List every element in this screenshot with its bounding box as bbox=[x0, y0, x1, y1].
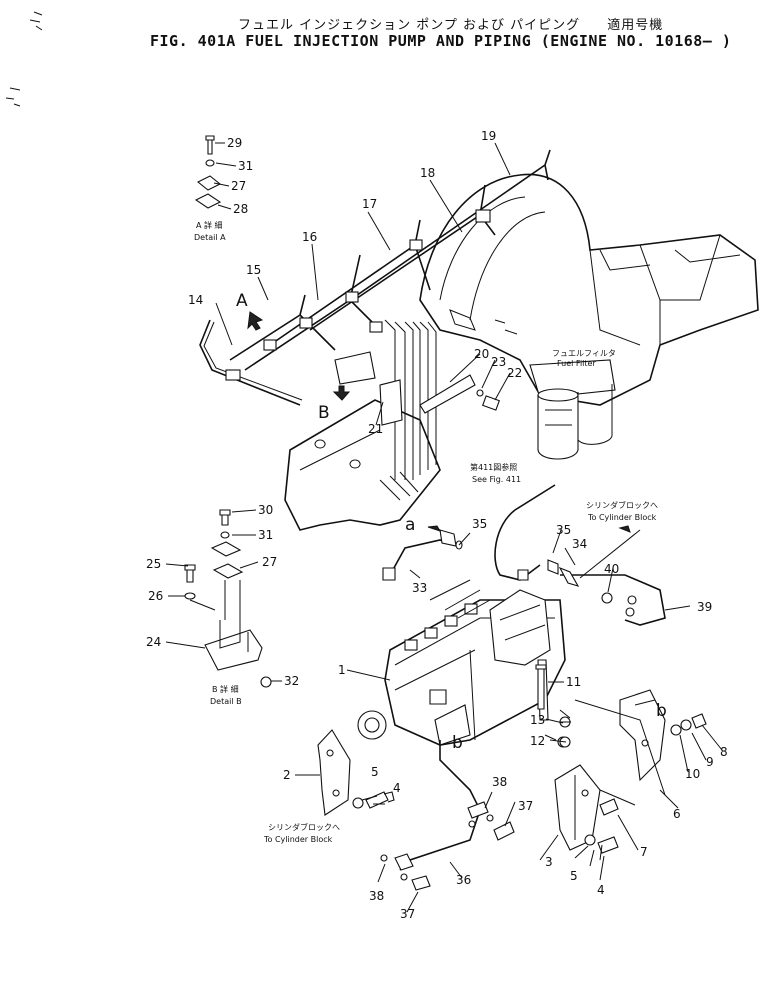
callout-10: 10 bbox=[685, 767, 700, 781]
callout-24: 24 bbox=[146, 635, 161, 649]
detail-a-label-en: Detail A bbox=[194, 233, 226, 242]
callout-4-upper: 4 bbox=[393, 781, 401, 795]
callout-leaders bbox=[165, 142, 723, 913]
callout-32: 32 bbox=[284, 674, 299, 688]
callout-5-upper: 5 bbox=[371, 765, 379, 779]
to-cyl-block-lower-en: To Cylinder Block bbox=[263, 835, 333, 844]
callout-15: 15 bbox=[246, 263, 261, 277]
callout-36: 36 bbox=[456, 873, 471, 887]
callout-18: 18 bbox=[420, 166, 435, 180]
to-cyl-block-upper-jp: シリンダブロックへ bbox=[586, 500, 658, 510]
callout-31-detail-a: 31 bbox=[238, 159, 253, 173]
callout-21: 21 bbox=[368, 422, 383, 436]
pipe-clamp-bracket bbox=[334, 351, 500, 426]
callout-16: 16 bbox=[302, 230, 317, 244]
callout-40: 40 bbox=[604, 562, 619, 576]
callout-5-lower: 5 bbox=[570, 869, 578, 883]
view-label-b-lower-2: b bbox=[656, 701, 667, 721]
pipe-39: シリンダブロックへ To Cylinder Block bbox=[547, 500, 666, 626]
view-label-a-lower: a bbox=[405, 515, 415, 535]
callout-22: 22 bbox=[507, 366, 522, 380]
callout-31-detail-b: 31 bbox=[258, 528, 273, 542]
detail-b-label-jp: B 詳 細 bbox=[212, 684, 239, 694]
callout-27-detail-b: 27 bbox=[262, 555, 277, 569]
to-cyl-block-lower-jp: シリンダブロックへ bbox=[268, 822, 340, 832]
callout-33: 33 bbox=[412, 581, 427, 595]
detail-b: B 詳 細 Detail B bbox=[184, 509, 272, 706]
callout-9: 9 bbox=[706, 755, 714, 769]
to-cyl-block-upper-en: To Cylinder Block bbox=[587, 513, 657, 522]
fuel-filter-label-en: Fuel Filter bbox=[557, 359, 596, 368]
feed-pipe-33: a bbox=[382, 515, 463, 581]
fuel-filter: フュエルフィルタ Fuel Filter bbox=[529, 349, 616, 460]
view-label-b: B bbox=[318, 403, 330, 423]
view-label-b-lower-1: b bbox=[452, 733, 463, 753]
callout-7: 7 bbox=[640, 845, 648, 859]
view-label-a: A bbox=[236, 291, 248, 311]
callout-13: 13 bbox=[530, 713, 545, 727]
callout-27-detail-a: 27 bbox=[231, 179, 246, 193]
callout-25: 25 bbox=[146, 557, 161, 571]
injection-pipes bbox=[199, 149, 551, 501]
detail-a-label-jp: A 詳 細 bbox=[196, 220, 223, 230]
callout-17: 17 bbox=[362, 197, 377, 211]
detail-a: A 詳 細 Detail A bbox=[194, 135, 226, 242]
callout-8: 8 bbox=[720, 745, 728, 759]
see-fig-label-jp: 第411図参照 bbox=[470, 462, 517, 472]
applicable-machine-label: 適用号機 bbox=[607, 18, 664, 33]
callout-1: 1 bbox=[338, 663, 346, 677]
engine-block bbox=[419, 173, 759, 406]
title-japanese: フュエル インジェクション ポンプ および パイピング 適用号機 bbox=[238, 14, 663, 33]
scan-noise bbox=[5, 11, 43, 107]
callout-3: 3 bbox=[545, 855, 553, 869]
pump-brackets bbox=[317, 689, 707, 854]
callout-38-lower: 38 bbox=[369, 889, 384, 903]
callout-19: 19 bbox=[481, 129, 496, 143]
callout-20: 20 bbox=[474, 347, 489, 361]
pipe-to-fig-411: 第411図参照 See Fig. 411 bbox=[470, 462, 556, 581]
return-pipe-36: b b シリンダブロックへ To Cylinder Block bbox=[263, 701, 667, 891]
callout-38-upper: 38 bbox=[492, 775, 507, 789]
callout-26: 26 bbox=[148, 589, 163, 603]
callout-14: 14 bbox=[188, 293, 203, 307]
callout-23: 23 bbox=[491, 355, 506, 369]
see-fig-label-en: See Fig. 411 bbox=[472, 475, 521, 484]
callout-12: 12 bbox=[530, 734, 545, 748]
figure-title: FIG. 401A FUEL INJECTION PUMP AND PIPING… bbox=[150, 32, 732, 50]
callout-6: 6 bbox=[673, 807, 681, 821]
callout-37-right: 37 bbox=[518, 799, 533, 813]
callout-37-lower: 37 bbox=[400, 907, 415, 921]
callout-28: 28 bbox=[233, 202, 248, 216]
callout-numbers: 1 2 3 4 4 5 5 6 7 8 9 10 11 12 13 14 15 … bbox=[146, 129, 728, 921]
title-japanese-text: フュエル インジェクション ポンプ および パイピング bbox=[238, 18, 581, 33]
callout-39: 39 bbox=[697, 600, 712, 614]
fuel-filter-label-jp: フュエルフィルタ bbox=[552, 349, 616, 358]
cylinder-head-block bbox=[284, 399, 441, 531]
callout-4-lower: 4 bbox=[597, 883, 605, 897]
callout-29: 29 bbox=[227, 136, 242, 150]
view-arrows: A B bbox=[236, 291, 351, 423]
detail-b-label-en: Detail B bbox=[210, 697, 242, 706]
callout-35-right: 35 bbox=[556, 523, 571, 537]
callout-2: 2 bbox=[283, 768, 291, 782]
callout-34: 34 bbox=[572, 537, 587, 551]
callout-35-left: 35 bbox=[472, 517, 487, 531]
callout-11: 11 bbox=[566, 675, 581, 689]
callout-30: 30 bbox=[258, 503, 273, 517]
